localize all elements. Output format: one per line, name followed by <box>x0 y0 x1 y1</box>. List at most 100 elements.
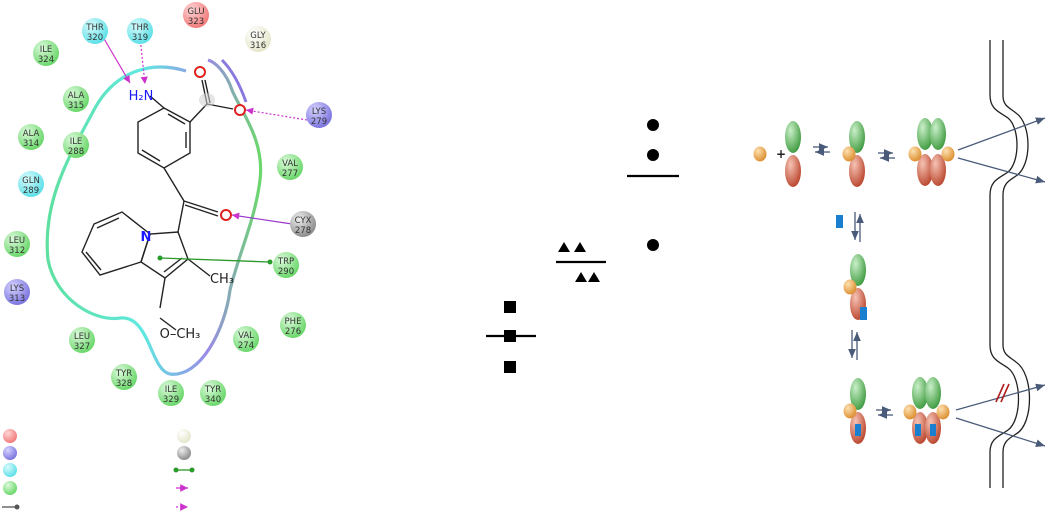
residue-name: LEU <box>74 332 90 342</box>
residue-number: 327 <box>74 342 90 352</box>
receptor-upper-domain <box>785 121 801 153</box>
residue-number: 288 <box>68 147 84 157</box>
locked-receptor-upper <box>850 378 866 410</box>
inhibited-receptor-upper <box>850 254 866 286</box>
legend-pi-dot-b <box>189 467 195 473</box>
free-ligand <box>753 146 767 162</box>
residue-name: TYR <box>115 369 132 379</box>
residue-name: ALA <box>23 129 40 139</box>
residue-bubble <box>280 312 306 338</box>
pi-pi-trp290 <box>159 257 271 263</box>
residue-number: 289 <box>23 186 39 196</box>
residue-name: GLN <box>22 176 40 186</box>
pi-pi-end-a <box>157 255 163 261</box>
residue-name: LYS <box>312 107 326 117</box>
residue-name: TRP <box>277 257 294 267</box>
ketone-oxygen <box>220 209 232 221</box>
triangle-top-2 <box>574 242 586 252</box>
solvent-exposure-halo <box>199 93 215 107</box>
residue-name: ILE <box>165 385 178 395</box>
residue-name: GLY <box>250 31 266 41</box>
signal-arrows-top <box>957 117 1046 184</box>
square-bottom <box>504 361 516 373</box>
legend-hydrophobic-swatch <box>3 481 17 495</box>
triangle-top-1 <box>558 242 570 252</box>
residue-number: 276 <box>285 327 301 337</box>
residue-number: 279 <box>311 117 327 127</box>
residue-bubble <box>4 279 30 305</box>
residue-number: 315 <box>68 101 84 111</box>
vertical-equilibrium-2 <box>848 330 861 360</box>
residue-number: 274 <box>238 341 254 351</box>
methoxy-label: O–CH₃ <box>160 327 201 342</box>
residue-name: GLU <box>187 7 204 17</box>
residue-name: ALA <box>68 91 85 101</box>
residue-name: LYS <box>10 284 24 294</box>
residue-bubble <box>200 380 226 406</box>
plus-sign: + <box>776 147 786 161</box>
legend-glycine-swatch <box>177 429 191 443</box>
residue-name: TYR <box>204 385 221 395</box>
inhibitor-block-3 <box>855 424 861 436</box>
residue-bubble <box>111 364 137 390</box>
residue-bubble <box>4 231 30 257</box>
locked-ligand <box>843 403 857 419</box>
hbond-thr319 <box>139 36 148 85</box>
residue-bubble <box>306 102 332 128</box>
residue-number: 278 <box>295 226 311 236</box>
residue-number: 329 <box>163 395 179 405</box>
residue-bubble <box>277 154 303 180</box>
carboxyl-oxygen-1 <box>194 66 206 78</box>
residue-bubble <box>290 211 316 237</box>
residue-name: PHE <box>285 317 302 327</box>
hbond-cyx278 <box>231 212 293 225</box>
carboxyl-oxygen-2 <box>234 104 246 116</box>
residue-bubble <box>18 124 44 150</box>
equilibrium-arrow-1 <box>813 143 830 156</box>
residue-bubble <box>18 171 44 197</box>
residue-bubble <box>273 252 299 278</box>
receptor-lower-domain <box>785 155 801 187</box>
methyl-label: CH₃ <box>210 272 234 287</box>
residue-name: THR <box>130 23 149 33</box>
legend-negative-swatch <box>3 429 17 443</box>
residue-bubble <box>63 132 89 158</box>
legend-metal-dot <box>14 504 20 510</box>
triangle-bottom-1 <box>575 272 587 282</box>
receptor-dimer <box>908 118 955 186</box>
equilibrium-arrow-3 <box>876 406 893 419</box>
residue-name: CYX <box>295 216 312 226</box>
residue-name: ILE <box>70 137 83 147</box>
residue-bubble <box>33 40 59 66</box>
inhibitor-block-2 <box>860 307 867 320</box>
residue-bubble <box>158 380 184 406</box>
residue-number: 323 <box>188 17 204 27</box>
residue-number: 328 <box>116 379 132 389</box>
residue-number: 316 <box>250 41 266 51</box>
equilibrium-arrow-2 <box>878 149 895 162</box>
residue-number: 320 <box>87 33 103 43</box>
residue-bubble <box>63 86 89 112</box>
circle-top-2 <box>647 149 659 161</box>
legend-polar-swatch <box>3 463 17 477</box>
pocket-exposed-segment <box>220 58 248 103</box>
hbond-lys279 <box>245 107 308 121</box>
